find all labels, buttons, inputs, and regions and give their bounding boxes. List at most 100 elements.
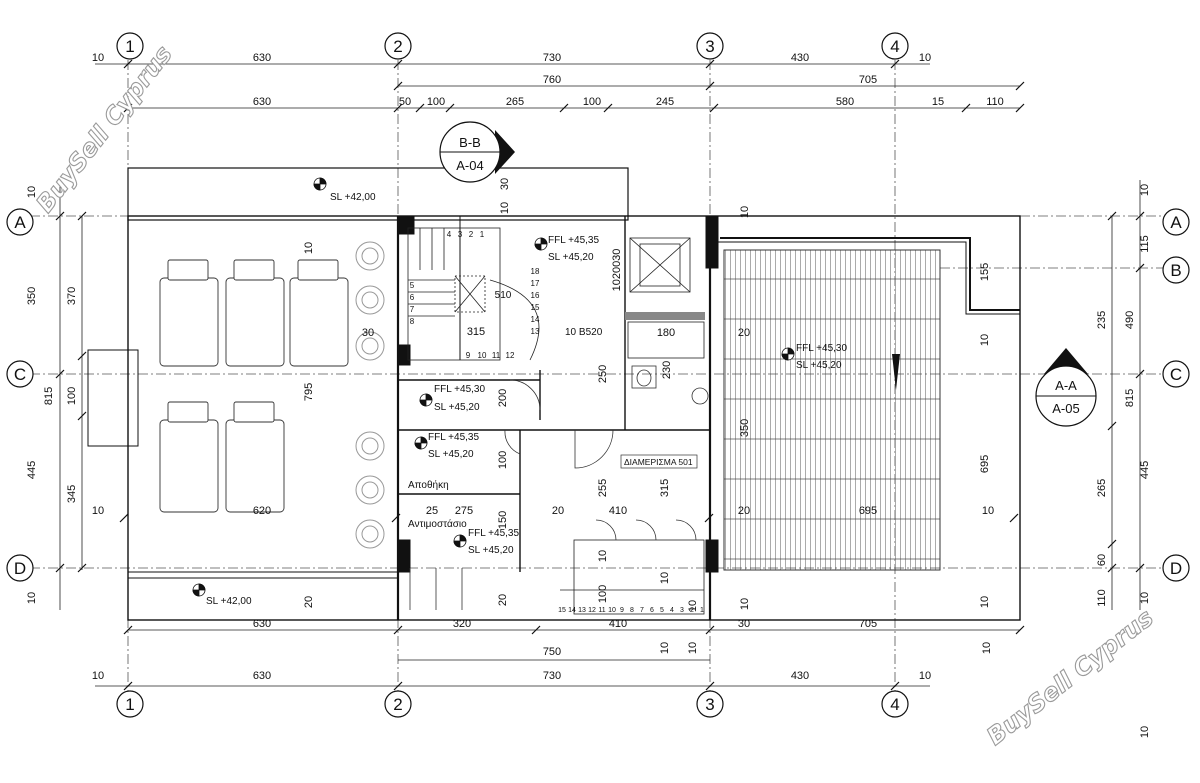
int-dim-35: 10 [739,598,751,610]
int-dim-2: 30 [362,327,374,339]
stair-side-3: 8 [410,317,415,326]
dim-right-outer-5: 10 [1139,592,1151,604]
stair-right-4: 14 [531,315,540,324]
dim-right-outer-0: 10 [1139,184,1151,196]
lower-stair-8: 7 [640,607,644,614]
int-dim-34: 20 [303,596,315,608]
grid-bubbles [6,32,1190,718]
grid-col-2-bottom: 2 [393,695,402,714]
dim-bot3-3: 430 [791,670,809,682]
direction-arrow [892,354,900,390]
dim-right-outer-3: 815 [1124,389,1136,407]
int-dim-30: 20 [497,594,509,606]
dim-top3-6: 580 [836,96,854,108]
dim-top2-0: 760 [543,74,561,86]
grid-col-4-bottom: 4 [890,695,899,714]
int-dim-16: 350 [739,419,751,437]
stair-label-2: 510 [495,290,512,301]
lower-stair-10: 5 [660,607,664,614]
level-marker-icons [192,177,795,597]
watermark-bottom-right: BuySell Cyprus [981,604,1158,751]
int-dim-19: 255 [597,479,609,497]
dim-left-inner-2: 345 [66,485,78,503]
dim-left-outer-3: 445 [26,461,38,479]
grid-row-b-right: B [1170,261,1181,280]
room-anteroom: Αντιμοστάσιο [408,518,467,530]
level-sl-top: SL +42,00 [330,192,376,203]
dim-top3-1: 50 [399,96,411,108]
interior-dims: 10 795 30 10 620 10 30 1020030 10 180 20… [92,178,994,654]
stair-core [407,227,705,615]
int-dim-12: 10 [979,334,991,346]
dim-top1-1: 630 [253,52,271,64]
stair-side-1: 6 [410,293,415,302]
int-dim-33: 10 [687,600,699,612]
lower-stair-13: 2 [690,607,694,614]
grid-row-a-left: A [14,213,26,232]
dim-left-inner-0: 370 [66,287,78,305]
int-dim-28: 150 [497,511,509,529]
grid-col-1-top: 1 [125,37,134,56]
stair-up-1: 3 [458,230,463,239]
dim-top1-0: 10 [92,52,104,64]
int-dim-20: 315 [659,479,671,497]
grid-row-d-right: D [1170,559,1182,578]
int-dim-6: 30 [499,178,511,190]
lower-stair-6: 9 [620,607,624,614]
stair-up-2: 2 [469,230,474,239]
dimension-ticks [55,59,1145,691]
level-room2-ffl: FFL +45,35 [428,432,479,443]
room-storage: Αποθήκη [408,479,449,491]
dim-left-outer-0: 10 [26,186,38,198]
stair-up-0: 4 [447,230,452,239]
section-marker-bb: B-B A-04 [439,121,515,183]
int-dim-22: 410 [609,505,627,517]
lower-stair-1: 14 [568,607,576,614]
grid-row-d-left: D [14,559,26,578]
int-dim-13: 250 [597,365,609,383]
int-dim-3: 10 [499,202,511,214]
dim-right-inner-2: 60 [1096,554,1108,566]
int-dim-1: 795 [303,383,315,401]
int-dim-32: 10 [659,572,671,584]
lower-stair-11: 4 [670,607,674,614]
section-aa-sheet: A-05 [1052,401,1079,416]
section-marker-aa: A-A A-05 [1035,348,1097,427]
dimension-texts-bottom: 630 320 410 30 705 750 10 630 730 430 10 [92,618,931,682]
int-dim-8: 10 [739,206,751,218]
level-right-ffl: FFL +45,30 [796,343,847,354]
lower-stair-4: 11 [598,607,605,614]
section-aa-name: A-A [1055,378,1077,393]
stair-bot-2: 11 [492,351,501,360]
grid-row-a-right: A [1170,213,1182,232]
int-dim-21: 20 [552,505,564,517]
int-dim-14: 230 [661,361,673,379]
stair-right-2: 16 [531,291,540,300]
level-texts: SL +42,00 SL +42,00 FFL +45,35 SL +45,20… [206,192,847,607]
dim-bottom-extra-1: 10 [1139,726,1151,738]
int-dim-4: 620 [253,505,271,517]
column-circles [355,241,385,549]
lower-stair-2: 13 [578,607,586,614]
int-dim-23: 20 [738,505,750,517]
dim-top3-0: 630 [253,96,271,108]
room-apartment: ΔΙΑΜΕΡΙΣΜΑ 501 [624,457,693,467]
dim-bot1-0: 630 [253,618,271,630]
int-dim-27: 275 [455,505,473,517]
dim-right-outer-1: 115 [1139,235,1151,253]
stair-bot-3: 12 [506,351,515,360]
level-room1-sl: SL +45,20 [434,402,480,413]
dim-bot1-2: 410 [609,618,627,630]
dimension-texts-left: 10 350 815 445 10 370 100 345 [26,186,78,604]
dim-top3-7: 15 [932,96,944,108]
level-right-sl: SL +45,20 [796,360,842,371]
dim-left-inner-1: 100 [66,387,78,405]
int-dim-18: 100 [497,451,509,469]
lower-stair-7: 8 [630,607,634,614]
grid-col-2-top: 2 [393,37,402,56]
int-dim-29: 10 [597,550,609,562]
dim-bot3-1: 630 [253,670,271,682]
grid-col-1-bottom: 1 [125,695,134,714]
int-dim-31: 100 [597,585,609,603]
